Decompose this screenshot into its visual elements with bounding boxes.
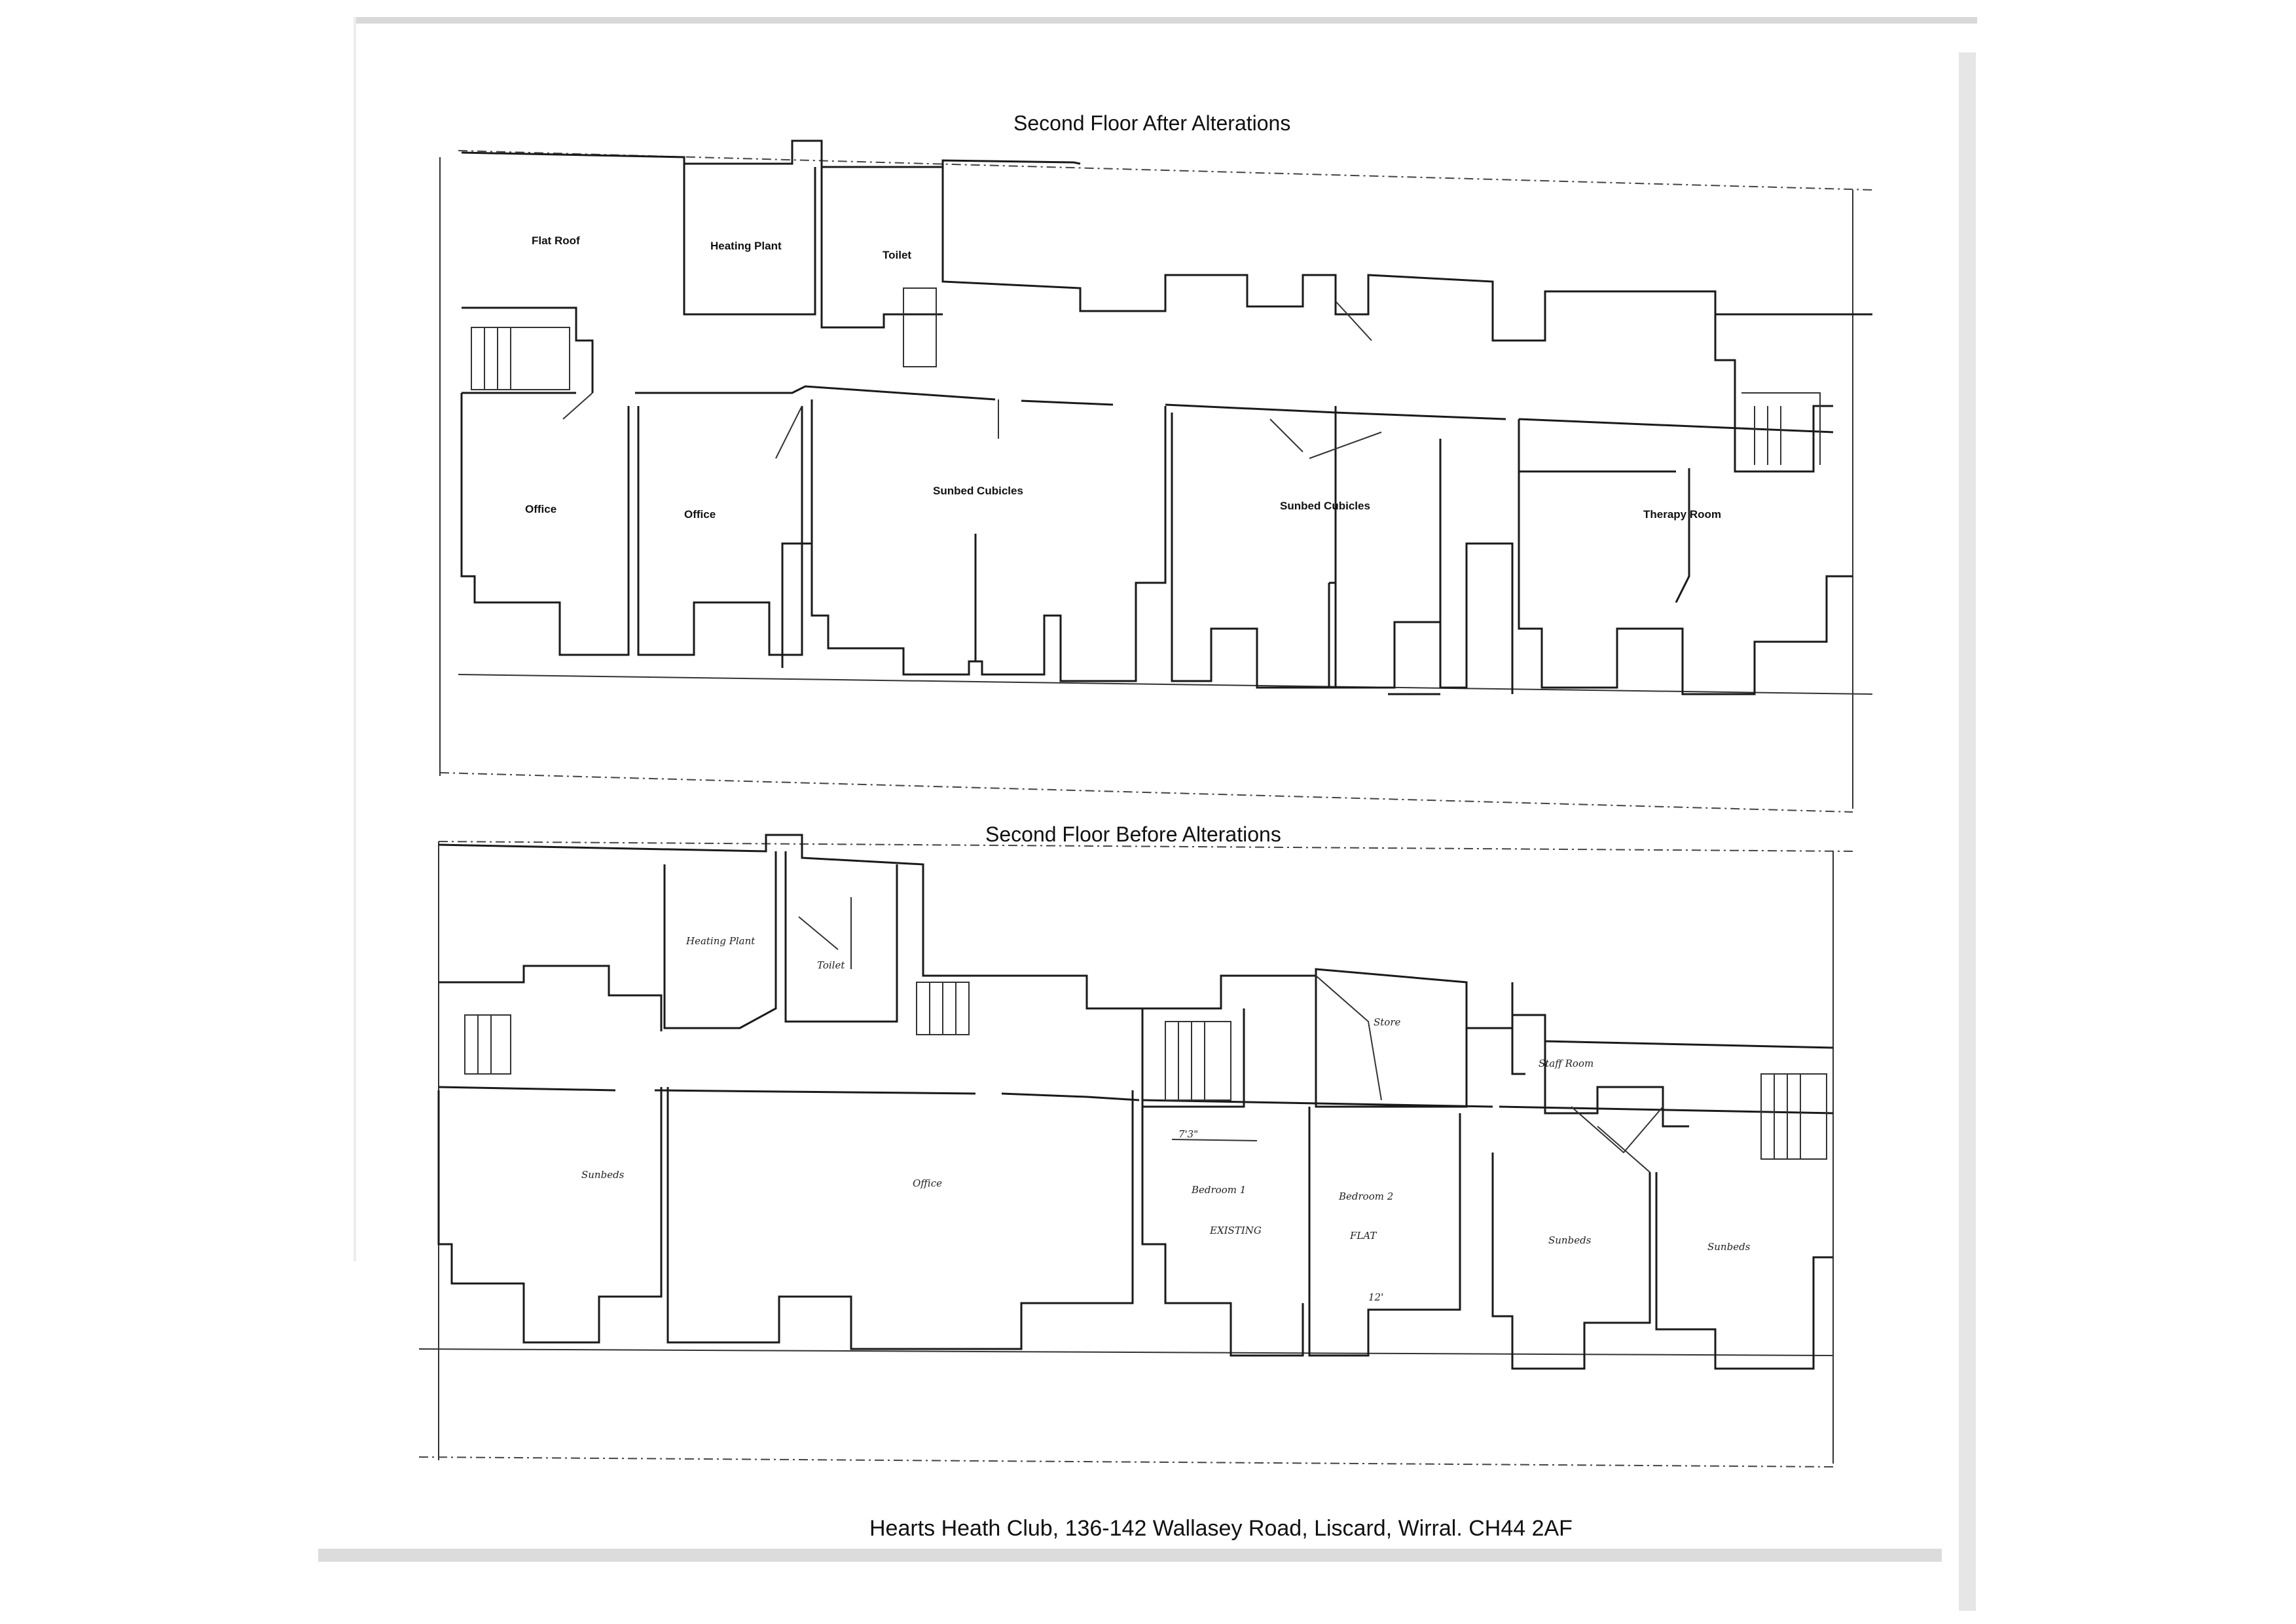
room-label-office-2: Office (684, 508, 716, 521)
plan-before-walls (418, 834, 1853, 1467)
room-label-before-bedroom-2: Bedroom 2 (1339, 1190, 1394, 1202)
room-label-office-1: Office (525, 503, 557, 515)
room-label-therapy-room: Therapy Room (1643, 508, 1722, 521)
plan-after-title: Second Floor After Alterations (1013, 111, 1291, 135)
room-label-before-sunbeds-2: Sunbeds (1548, 1234, 1592, 1246)
room-label-before-flat: FLAT (1350, 1230, 1377, 1242)
dimension-label-7ft3: 7'3" (1178, 1128, 1199, 1140)
room-label-flat-roof: Flat Roof (532, 234, 580, 247)
sheet-edge-top (354, 17, 1977, 24)
room-label-toilet: Toilet (883, 249, 912, 261)
sheet-edge-bottom (318, 1549, 1942, 1562)
room-label-before-staff-room: Staff Room (1539, 1058, 1594, 1069)
room-label-before-office: Office (913, 1177, 942, 1189)
room-label-before-sunbeds-3: Sunbeds (1707, 1241, 1751, 1253)
room-label-heating-plant: Heating Plant (710, 240, 782, 252)
room-label-sunbed-cubicles-2: Sunbed Cubicles (1280, 500, 1370, 512)
dimension-label-12ft: 12' (1368, 1291, 1384, 1303)
room-label-sunbed-cubicles-1: Sunbed Cubicles (933, 485, 1023, 497)
sheet-edge-left (354, 17, 356, 1261)
room-label-before-toilet: Toilet (817, 959, 845, 971)
plan-after-walls (439, 139, 1873, 813)
room-label-before-sunbeds-1: Sunbeds (581, 1169, 625, 1181)
address-caption: Hearts Heath Club, 136-142 Wallasey Road… (869, 1516, 1573, 1541)
room-label-before-heating-plant: Heating Plant (686, 935, 756, 947)
room-label-before-existing: EXISTING (1210, 1225, 1262, 1236)
sheet-edge-right (1959, 52, 1976, 1611)
room-label-before-store: Store (1374, 1016, 1401, 1028)
plan-before-title: Second Floor Before Alterations (985, 822, 1281, 846)
room-label-before-bedroom-1: Bedroom 1 (1192, 1184, 1247, 1196)
